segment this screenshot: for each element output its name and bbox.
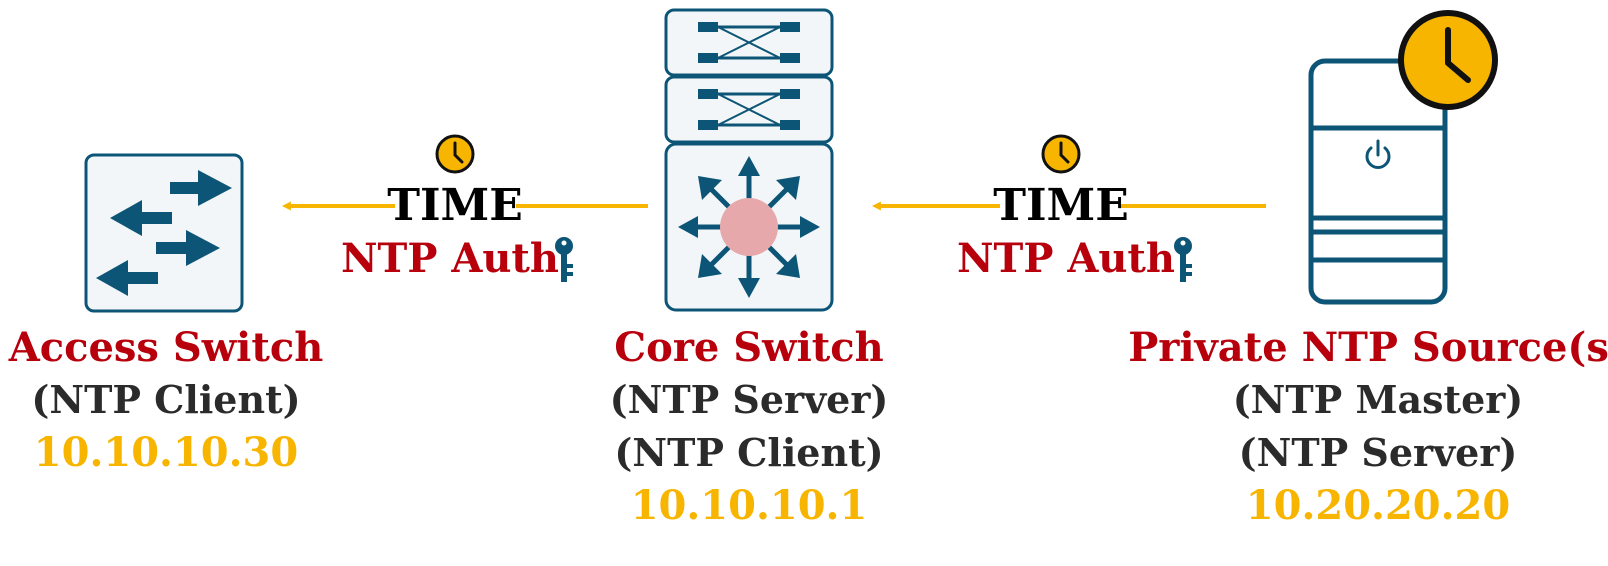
ntp-source-ip: 10.20.20.20 xyxy=(1246,482,1510,529)
clock-icon xyxy=(435,134,475,174)
access-switch-name: Access Switch xyxy=(8,324,324,371)
server-icon xyxy=(1308,58,1448,305)
link-left: TIME NTP Auth xyxy=(281,134,648,282)
core-switch-node: Core Switch (NTP Server) (NTP Client) 10… xyxy=(610,8,889,529)
ntp-source-name: Private NTP Source(s) xyxy=(1128,324,1608,371)
time-label-right: TIME xyxy=(993,180,1129,231)
power-icon xyxy=(1365,139,1391,169)
core-center-dot xyxy=(720,198,778,256)
access-switch-ip: 10.10.10.30 xyxy=(34,429,298,476)
core-switch-role-1: (NTP Server) xyxy=(610,377,889,422)
multilayer-switch-icon xyxy=(664,8,834,312)
key-icon xyxy=(1174,237,1192,282)
time-label-left: TIME xyxy=(387,180,523,231)
access-switch-node: Access Switch (NTP Client) 10.10.10.30 xyxy=(8,153,324,476)
core-switch-role-2: (NTP Client) xyxy=(614,430,883,475)
switch-arrows-icon xyxy=(84,153,244,313)
ntp-auth-label-right: NTP Auth xyxy=(957,235,1175,282)
clock-icon xyxy=(1398,10,1498,110)
key-icon xyxy=(555,237,573,282)
access-switch-role: (NTP Client) xyxy=(31,377,300,422)
ntp-auth-label-left: NTP Auth xyxy=(341,235,559,282)
clock-icon xyxy=(1041,134,1081,174)
core-switch-ip: 10.10.10.1 xyxy=(631,482,868,529)
ntp-source-node: Private NTP Source(s) (NTP Master) (NTP … xyxy=(1128,10,1608,529)
ntp-source-role-2: (NTP Server) xyxy=(1239,430,1518,475)
ntp-source-role-1: (NTP Master) xyxy=(1233,377,1524,422)
link-right: TIME NTP Auth xyxy=(871,134,1266,282)
core-switch-name: Core Switch xyxy=(614,324,883,371)
